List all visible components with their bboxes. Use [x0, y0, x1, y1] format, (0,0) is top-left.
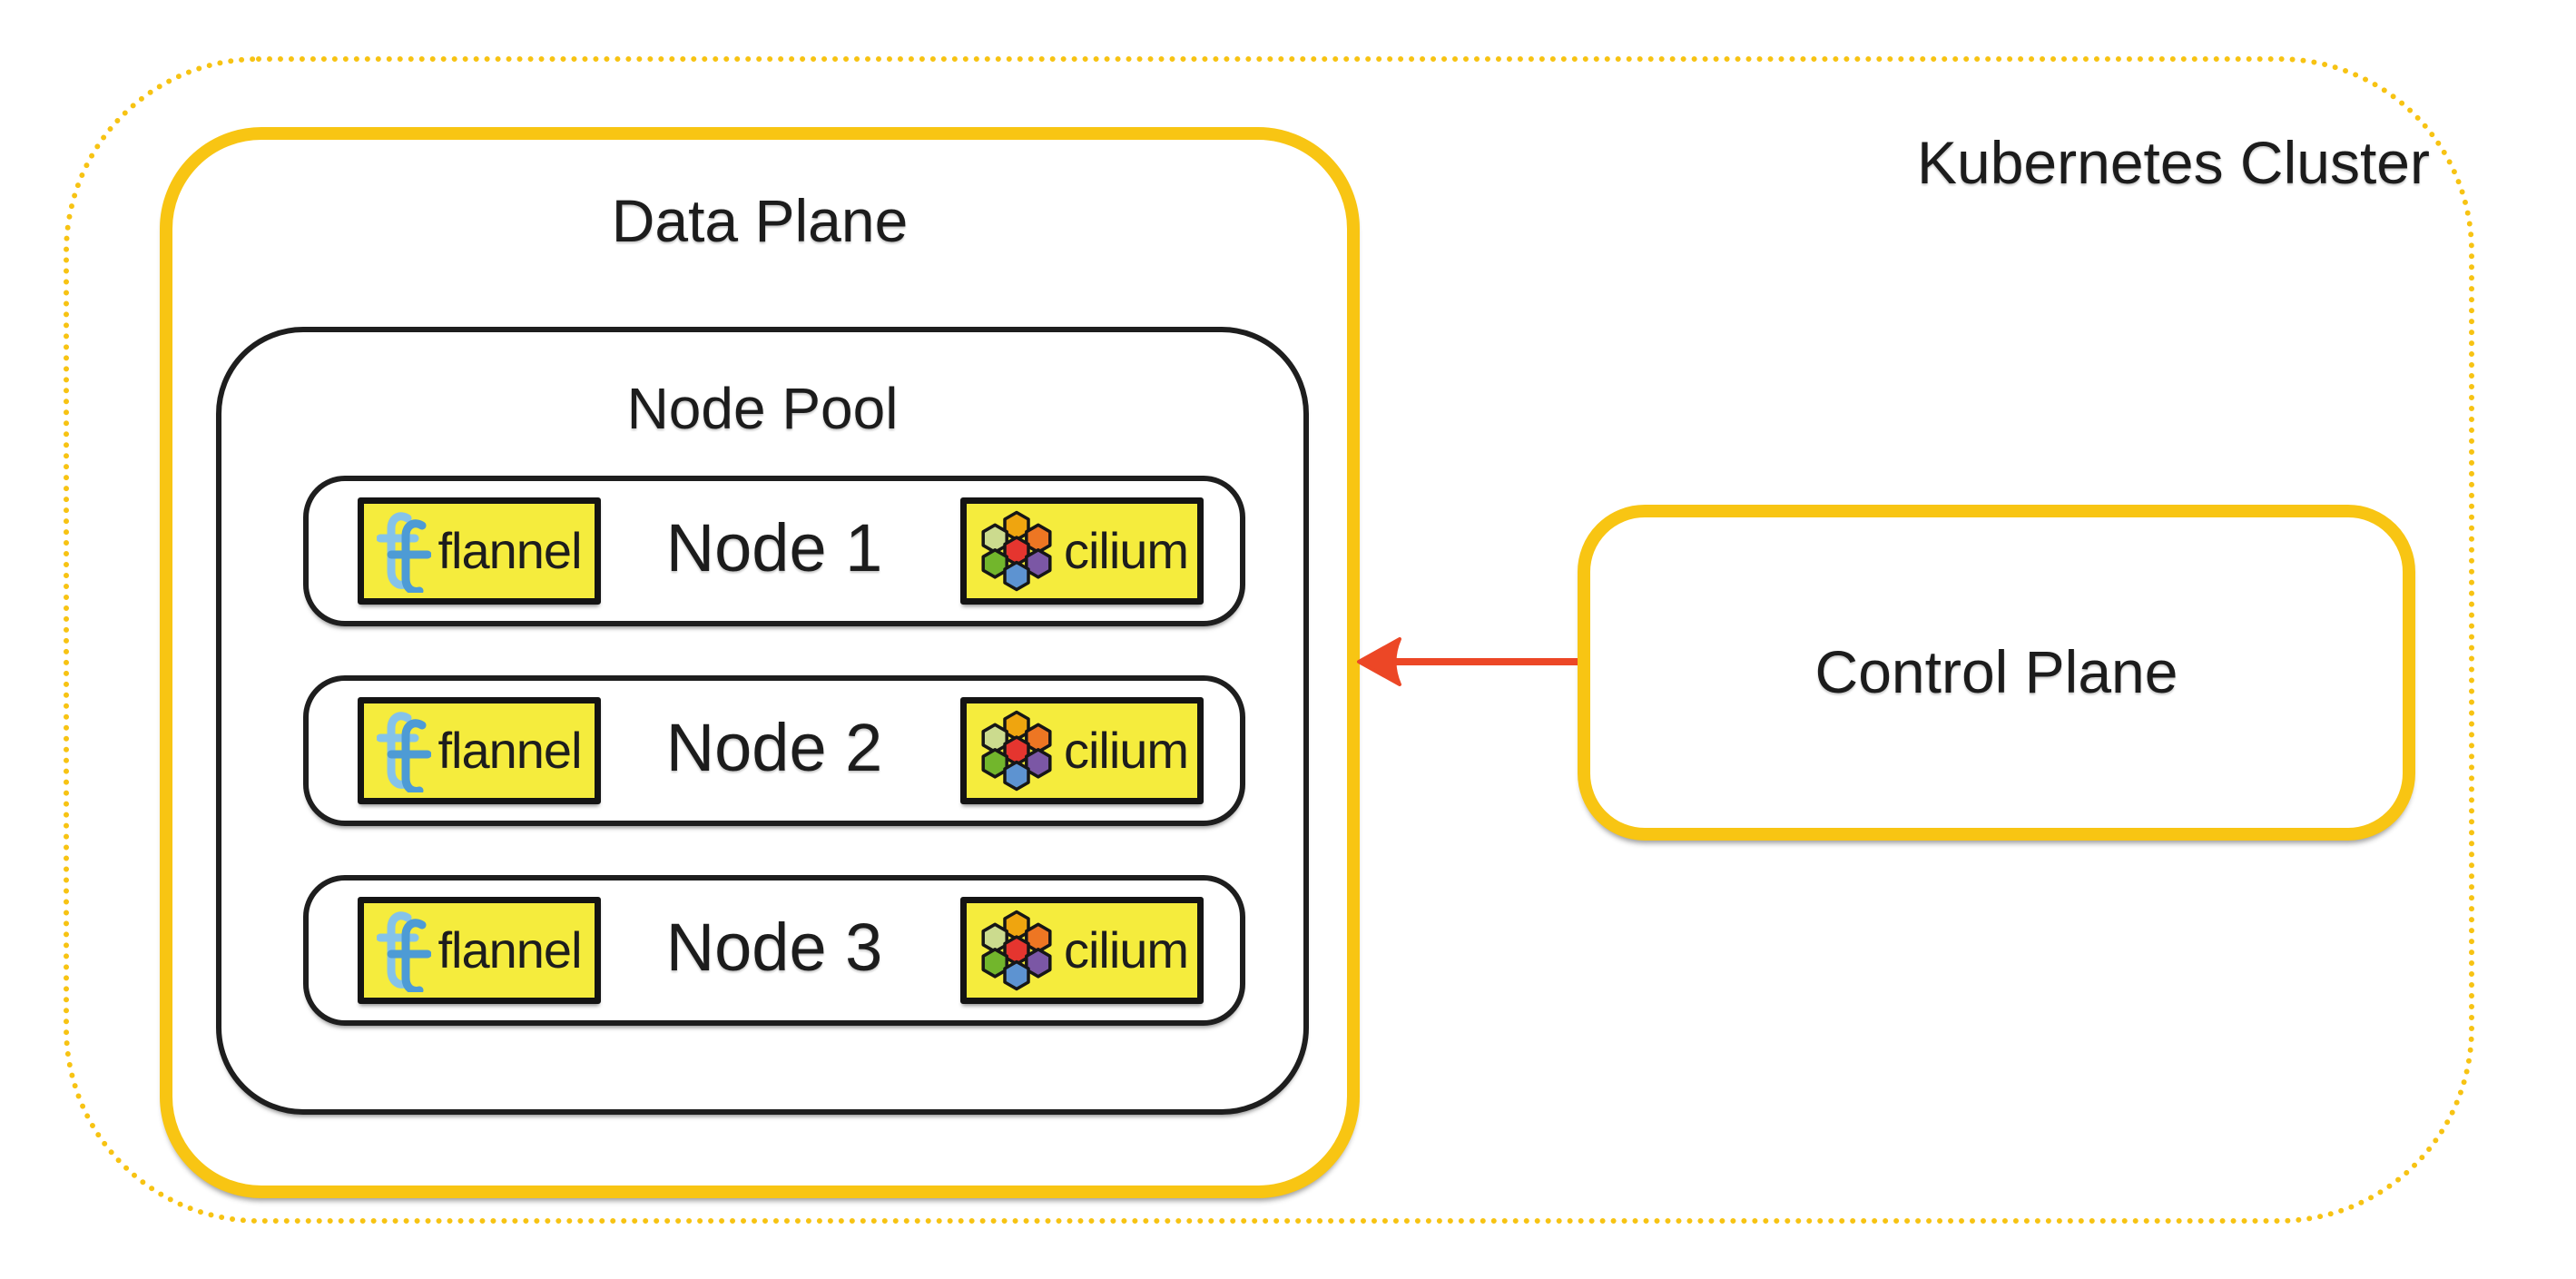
flannel-icon [377, 712, 432, 792]
data-plane-title: Data Plane [611, 187, 909, 254]
node-row: flannel Node 3 cilium [303, 875, 1245, 1026]
flannel-badge: flannel [358, 497, 601, 605]
node-row: flannel Node 2 cilium [303, 675, 1245, 826]
flannel-badge: flannel [358, 897, 601, 1004]
control-to-dataplane-arrow [1357, 637, 1578, 686]
cilium-badge: cilium [960, 697, 1204, 804]
node-pool-title: Node Pool [626, 376, 899, 441]
cilium-label: cilium [1063, 722, 1189, 779]
control-plane-title: Control Plane [1814, 638, 2178, 706]
control-plane-box: Control Plane [1578, 505, 2415, 841]
flannel-label: flannel [438, 522, 582, 579]
cilium-icon [981, 910, 1052, 991]
node-label: Node 3 [665, 910, 883, 986]
cilium-badge: cilium [960, 497, 1204, 605]
flannel-label: flannel [438, 921, 582, 979]
flannel-badge: flannel [358, 697, 601, 804]
kubernetes-cluster-boundary [64, 56, 2474, 1224]
arrowhead-icon [1357, 637, 1401, 686]
node-label: Node 1 [665, 510, 883, 586]
node-label: Node 2 [665, 710, 883, 786]
flannel-icon [377, 911, 432, 992]
cilium-icon [981, 710, 1052, 792]
cilium-label: cilium [1063, 522, 1189, 579]
flannel-label: flannel [438, 722, 582, 779]
cilium-badge: cilium [960, 897, 1204, 1004]
cilium-label: cilium [1063, 921, 1189, 979]
cilium-icon [981, 510, 1052, 592]
node-row: flannel Node 1 cilium [303, 476, 1245, 626]
cluster-title: Kubernetes Cluster [1917, 129, 2430, 196]
flannel-icon [377, 512, 432, 593]
